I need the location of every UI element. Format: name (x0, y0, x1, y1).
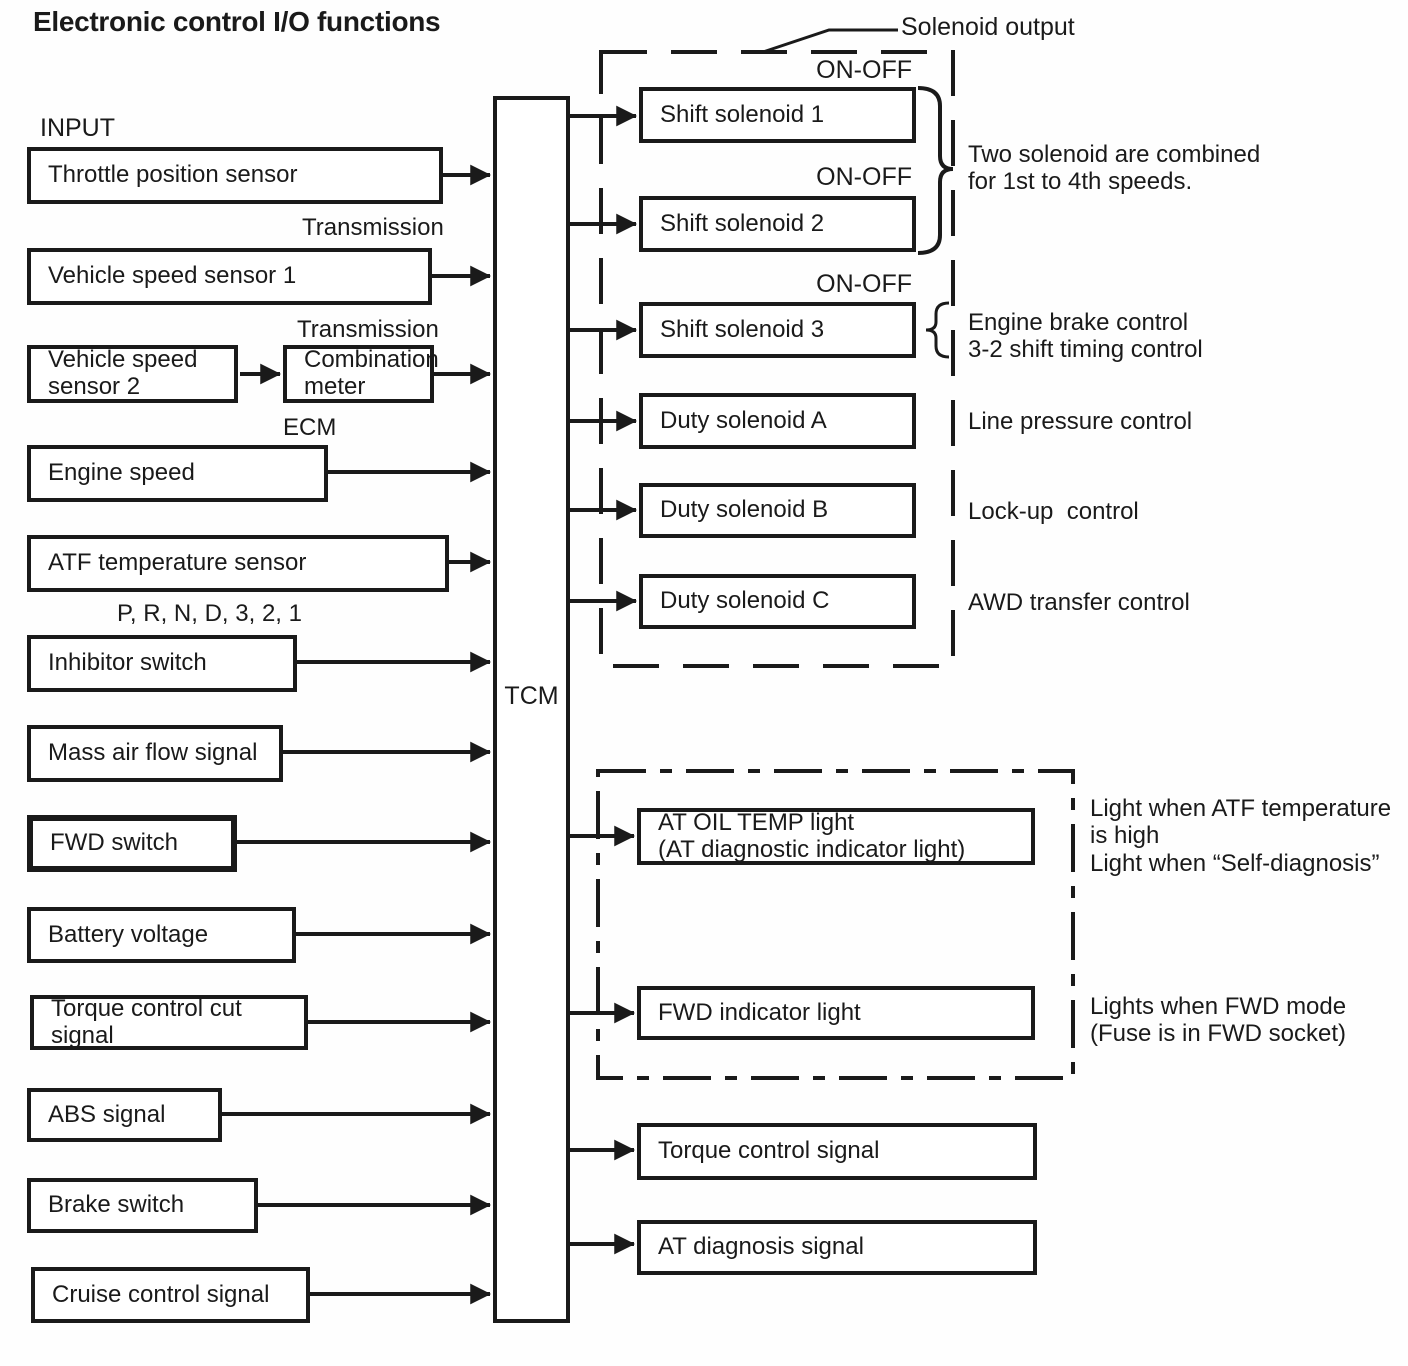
input-box-brake-switch: Brake switch (27, 1178, 258, 1233)
box-label: Engine speed (48, 459, 195, 487)
brace-shift-solenoids-combined (917, 86, 954, 255)
page-title: Electronic control I/O functions (33, 6, 441, 37)
box-label: Vehicle speed sensor 1 (48, 262, 297, 290)
input-box-vehicle-speed-sensor-2: Vehicle speed sensor 2 (27, 345, 238, 403)
input-box-throttle-position-sensor: Throttle position sensor (27, 147, 443, 204)
output-box-at-diagnosis-signal: AT diagnosis signal (637, 1220, 1037, 1275)
box-label: ATF temperature sensor (48, 549, 307, 577)
output-box-at-oil-temp-light: AT OIL TEMP light (AT diagnostic indicat… (637, 808, 1035, 865)
input-box-fwd-switch: FWD switch (27, 815, 237, 872)
label-on-off-3: ON-OFF (816, 270, 912, 298)
output-box-duty-solenoid-b: Duty solenoid B (639, 483, 916, 538)
label-gear-positions: P, R, N, D, 3, 2, 1 (117, 600, 302, 627)
box-label: Duty solenoid A (660, 406, 827, 434)
box-label: Shift solenoid 3 (660, 315, 825, 343)
output-box-shift-solenoid-2: Shift solenoid 2 (639, 196, 916, 252)
input-box-torque-control-cut-signal: Torque control cut signal (30, 995, 308, 1050)
label-ecm-source: ECM (283, 414, 337, 441)
input-box-mass-air-flow-signal: Mass air flow signal (27, 725, 283, 782)
note-two-solenoid-combined: Two solenoid are combined for 1st to 4th… (968, 141, 1261, 196)
output-box-fwd-indicator-light: FWD indicator light (637, 986, 1035, 1040)
indicator-group-border (596, 769, 1075, 1080)
input-box-vehicle-speed-sensor-1: Vehicle speed sensor 1 (27, 248, 432, 305)
note-light-when-atf-high: Light when ATF temperature is high (1090, 795, 1392, 850)
tcm-label: TCM (504, 682, 559, 710)
input-box-battery-voltage: Battery voltage (27, 907, 296, 963)
input-box-atf-temperature-sensor: ATF temperature sensor (27, 535, 449, 592)
input-box-engine-speed: Engine speed (27, 445, 328, 502)
box-label: FWD switch (50, 829, 178, 857)
note-engine-brake-control: Engine brake control 3-2 shift timing co… (968, 309, 1203, 364)
box-label: Torque control signal (658, 1137, 880, 1165)
note-lights-when-fwd-mode: Lights when FWD mode (Fuse is in FWD soc… (1090, 993, 1347, 1048)
box-label: Torque control cut signal (51, 994, 242, 1049)
box-label: Vehicle speed sensor 2 (48, 346, 198, 400)
box-label: Duty solenoid C (660, 587, 830, 615)
output-arrows (570, 105, 638, 1255)
box-label: AT diagnosis signal (658, 1233, 864, 1261)
label-on-off-1: ON-OFF (816, 56, 912, 84)
box-label: FWD indicator light (658, 998, 861, 1026)
solenoid-group-border (599, 50, 955, 668)
tcm-box (493, 96, 570, 1323)
input-box-inhibitor-switch: Inhibitor switch (27, 635, 297, 692)
solenoid-output-group-label: Solenoid output (901, 13, 1075, 41)
output-box-shift-solenoid-3: Shift solenoid 3 (639, 302, 916, 358)
box-label: Inhibitor switch (48, 649, 207, 677)
box-label: Throttle position sensor (48, 161, 298, 189)
output-box-duty-solenoid-c: Duty solenoid C (639, 574, 916, 629)
note-light-when-self-diagnosis: Light when “Self-diagnosis” (1090, 850, 1380, 877)
box-label: Shift solenoid 2 (660, 209, 825, 237)
note-awd-transfer-control: AWD transfer control (968, 589, 1190, 616)
label-transmission-source-2: Transmission (297, 316, 439, 343)
note-lock-up-control: Lock-up control (968, 498, 1139, 525)
box-label: Mass air flow signal (48, 739, 258, 767)
box-label: Combination meter (304, 346, 439, 400)
box-label: Battery voltage (48, 920, 209, 948)
box-label: Brake switch (48, 1191, 185, 1219)
output-box-shift-solenoid-1: Shift solenoid 1 (639, 87, 916, 143)
label-transmission-source-1: Transmission (302, 214, 444, 241)
box-combination-meter: Combination meter (283, 345, 439, 403)
box-label: ABS signal (48, 1100, 166, 1128)
label-on-off-2: ON-OFF (816, 163, 912, 191)
input-section-label: INPUT (40, 114, 115, 142)
brace-shift-solenoid3-note (925, 301, 950, 359)
input-box-cruise-control-signal: Cruise control signal (31, 1267, 310, 1323)
solenoid-output-pointer-line (762, 28, 898, 54)
output-box-torque-control-signal: Torque control signal (637, 1123, 1037, 1180)
box-label: Duty solenoid B (660, 496, 829, 524)
box-label: Shift solenoid 1 (660, 100, 825, 128)
box-label: AT OIL TEMP light (AT diagnostic indicat… (658, 808, 966, 863)
output-box-duty-solenoid-a: Duty solenoid A (639, 393, 916, 449)
input-box-abs-signal: ABS signal (27, 1088, 222, 1142)
note-line-pressure-control: Line pressure control (968, 408, 1193, 435)
input-arrows (222, 164, 492, 1305)
box-label: Cruise control signal (52, 1280, 270, 1308)
